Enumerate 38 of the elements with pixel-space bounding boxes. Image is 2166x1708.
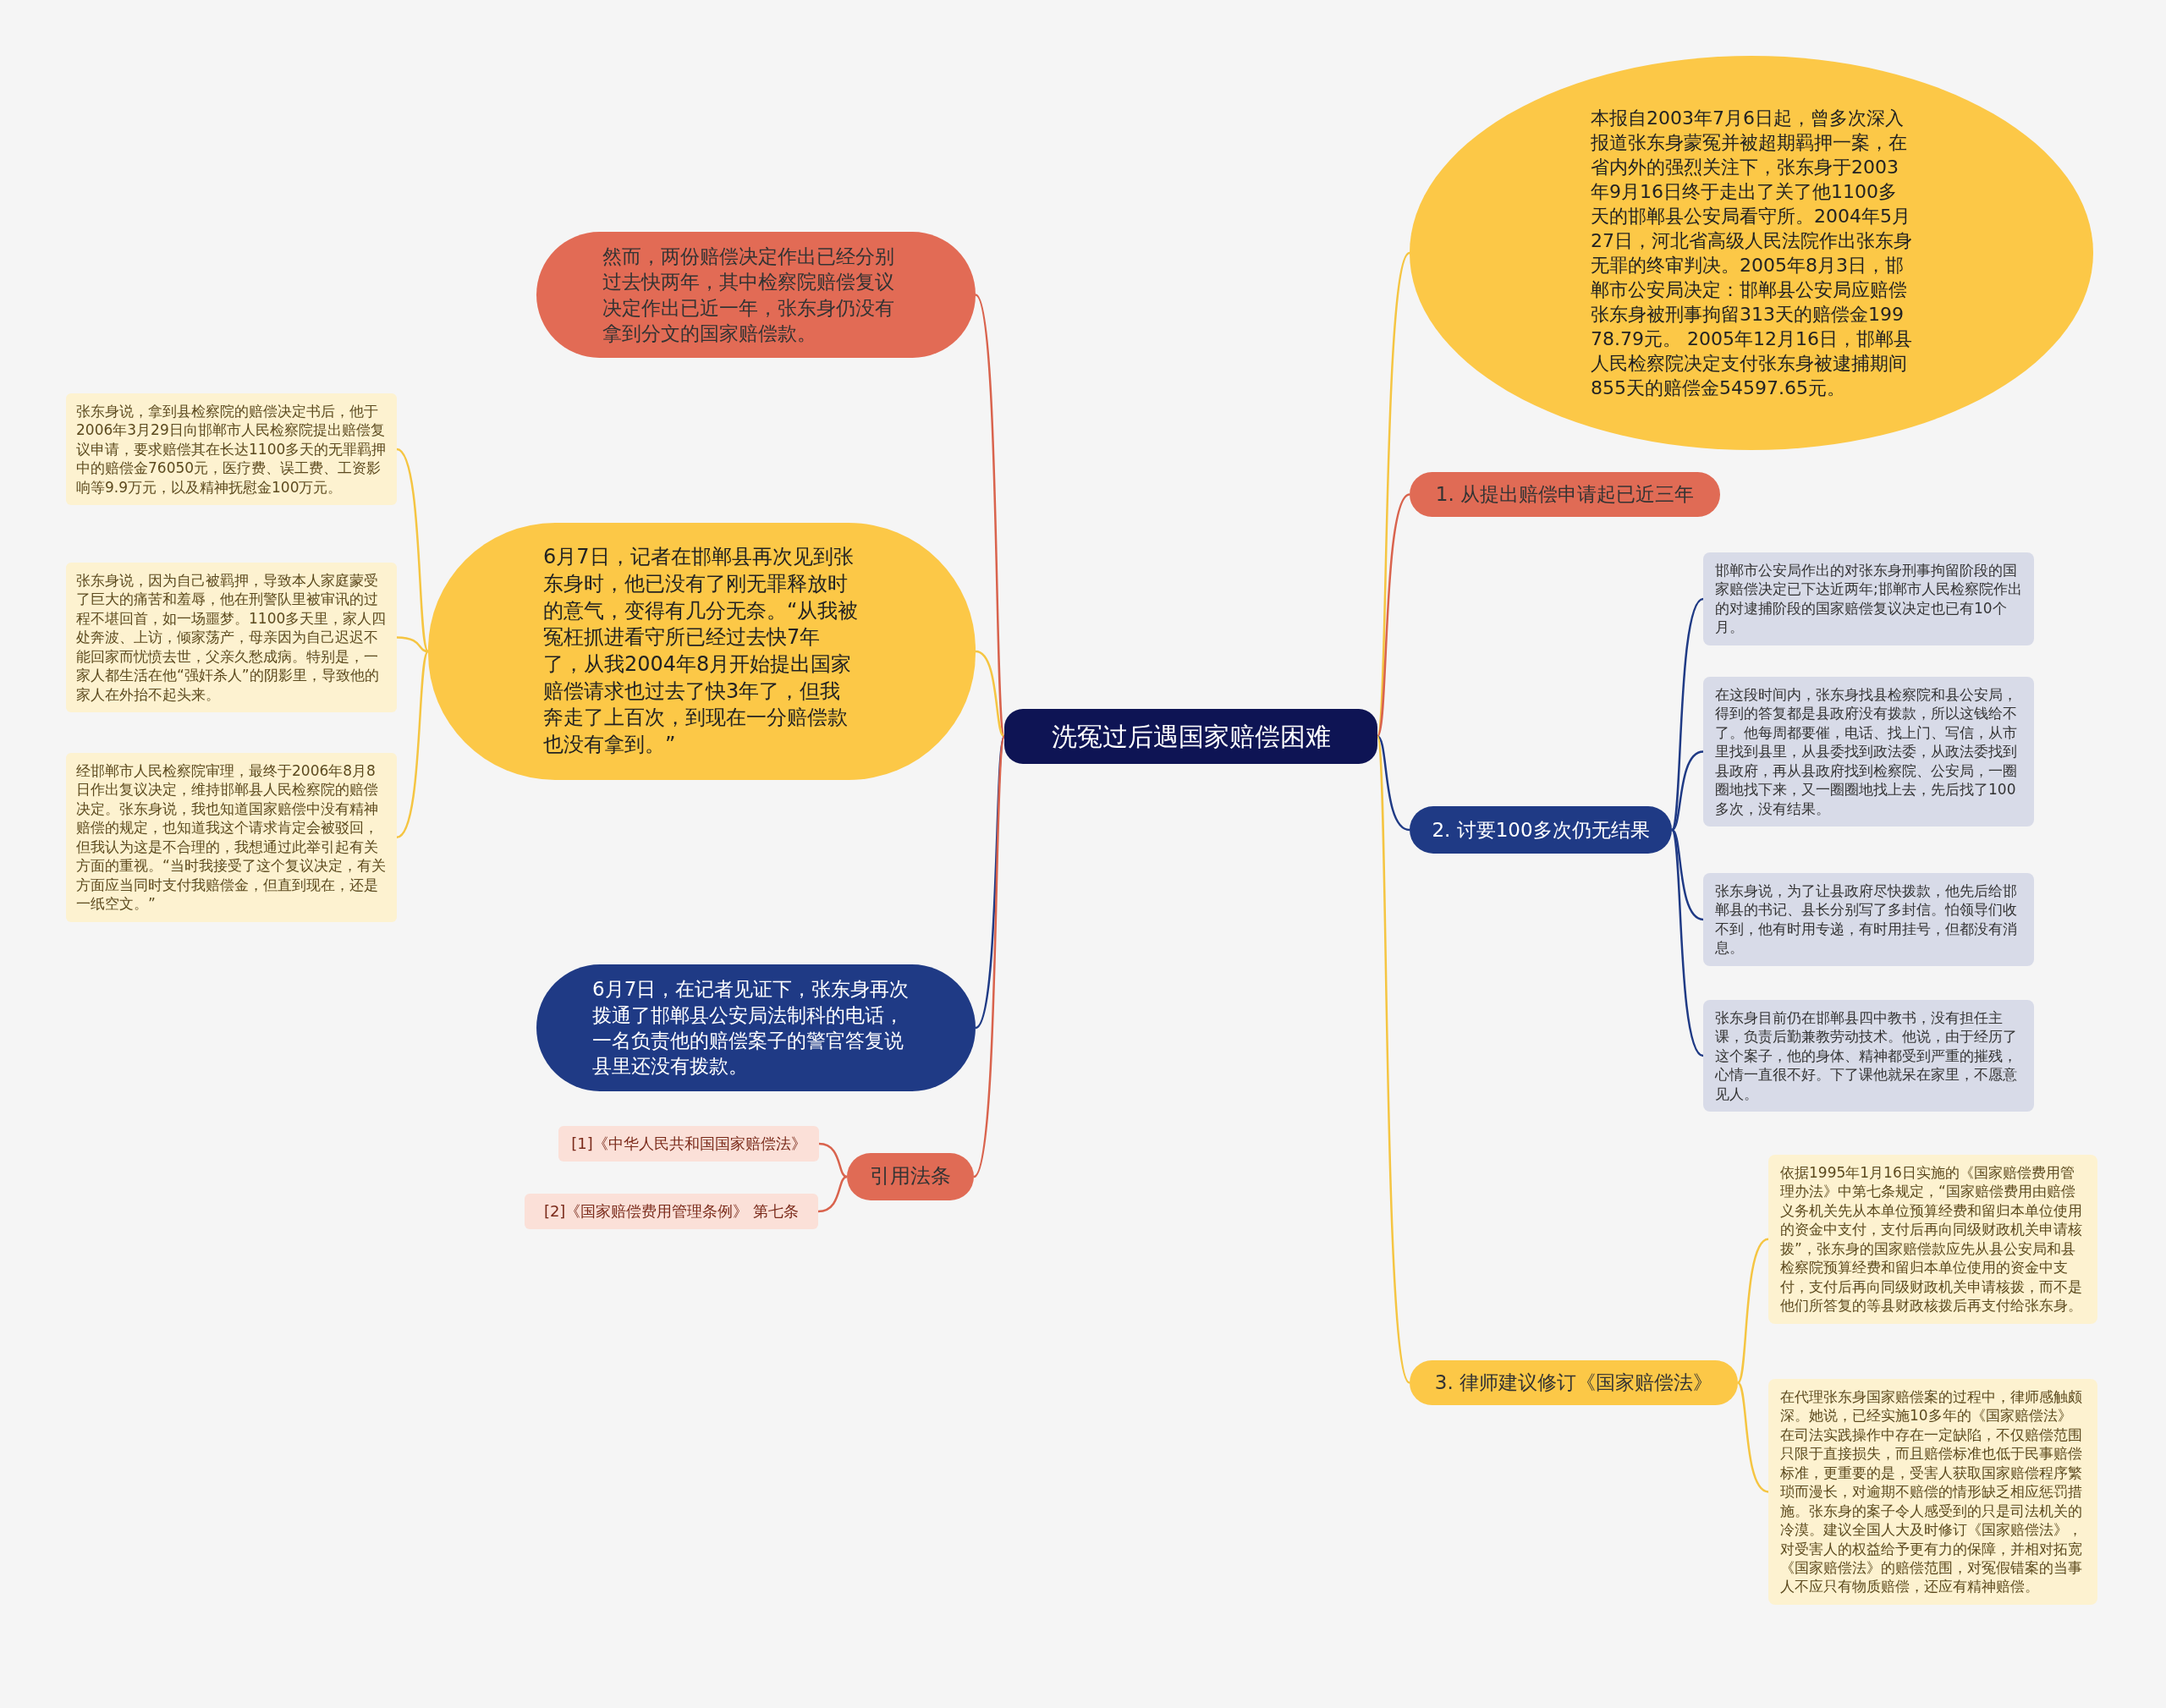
branch-topic: 3. 律师建议修订《国家赔偿法》 [1410,1360,1738,1405]
reference-tag: [1]《中华人民共和国国家赔偿法》 [558,1126,819,1162]
connector-line [1671,829,1704,921]
connector-line [1376,252,1411,737]
branch-topic: 1. 从提出赔偿申请起已近三年 [1410,472,1720,517]
connector-line [974,294,1006,737]
connector-line [1737,1238,1769,1384]
note-card: 邯郸市公安局作出的对张东身刑事拘留阶段的国家赔偿决定已下达近两年;邯郸市人民检察院作出的对逮捕阶段的国家赔偿复议决定也已有10个月。 [1703,552,2034,645]
topic-bubble: 6月7日，在记者见证下，张东身再次拨通了邯郸县公安局法制科的电话，一名负责他的赔偿案子的警官答复说县里还没有拨款。 [536,964,976,1091]
connector-line [396,448,430,652]
central-topic: 洗冤过后遇国家赔偿困难 [1004,709,1377,764]
reference-tag: [2]《国家赔偿费用管理条例》 第七条 [525,1194,818,1229]
connector-line [1671,750,1704,832]
connector-line [1377,735,1410,832]
connector-line [1670,597,1704,831]
branch-topic: 2. 讨要100多次仍无结果 [1410,806,1672,854]
connector-line [818,1142,848,1178]
connector-line [1670,829,1704,1057]
connector-line [1376,736,1411,1384]
topic-bubble: 6月7日，记者在邯郸县再次见到张东身时，他已没有了刚无罪释放时的意气，变得有几分无奈。“从我被冤枉抓进看守所已经过去快7年了，从我2004年8月开始提出国家赔偿请求也过去了快3年了，但我奔走了上百次，到现在一分赔偿款也没有拿到。” [428,523,976,780]
branch-topic: 引用法条 [847,1153,974,1200]
connector-line [1737,1381,1769,1493]
connector-line [396,636,429,653]
note-card: 经邯郸市人民检察院审理，最终于2006年8月8日作出复议决定，维持邯郸县人民检察院的赔偿决定。张东身说，我也知道国家赔偿中没有精神赔偿的规定，也知道我这个请求肯定会被驳回，但我认为这是不合理的，我想通过此举引起有关方面的重视。“当时我接受了这个复议决定，有关方面应当同时支付我赔偿金，但直到现在，还是一纸空文。” [66,753,397,922]
topic-bubble: 然而，两份赔偿决定作出已经分别过去快两年，其中检察院赔偿复议决定作出已近一年，张东身仍没有拿到分文的国家赔偿款。 [536,232,976,358]
note-card: 在代理张东身国家赔偿案的过程中，律师感触颇深。她说，已经实施10多年的《国家赔偿法》在司法实践操作中存在一定缺陷，不仅赔偿范围只限于直接损失，而且赔偿标准也低于民事赔偿标准，更重要的是，受害人获取国家赔偿程序繁琐而漫长，对逾期不赔偿的情形缺乏相应惩罚措施。张东身的案子令人感受到的只是司法机关的冷漠。建议全国人大及时修订《国家赔偿法》，对受害人的权益给予更有力的保障，并相对拓宽《国家赔偿法》的赔偿范围，对冤假错案的当事人不应只有物质赔偿，还应有精神赔偿。 [1768,1379,2097,1605]
note-card: 张东身说，为了让县政府尽快拨款，他先后给邯郸县的书记、县长分别写了多封信。怕领导们收不到，他有时用专递，有时用挂号，但都没有消息。 [1703,873,2034,966]
note-card: 张东身说，拿到县检察院的赔偿决定书后，他于2006年3月29日向邯郸市人民检察院提出赔偿复议申请，要求赔偿其在长达1100多天的无罪羁押中的赔偿金76050元，医疗费、误工费、工资影响等9.9万元，以及精神抚慰金100万元。 [66,393,397,506]
topic-ellipse: 本报自2003年7月6日起，曾多次深入报道张东身蒙冤并被超期羁押一案，在省内外的强烈关注下，张东身于2003年9月16日终于走出了关了他1100多天的邯郸县公安局看守所。2004年5月27日，河北省高级人民法院作出张东身无罪的终审判决。2005年8月3日，邯郸市公安局决定：邯郸县公安局应赔偿张东身被刑事拘留313天的赔偿金19978.79元。 2005年12月16日，邯郸县人民检察院决定支付张东身被逮捕期间855天的赔偿金54597.65元。 [1410,56,2093,450]
connector-line [975,650,1005,738]
connector-line [972,736,1006,1178]
note-card: 依据1995年1月16日实施的《国家赔偿费用管理办法》中第七条规定，“国家赔偿费用由赔偿义务机关先从本单位预算经费和留归本单位使用的资金中支付，支付后再向同级财政机关申请核拨”，张东身的国家赔偿款应先从县公安局和县检察院预算经费和留归本单位使用的资金中支付，支付后再向同级财政机关申请核拨，而不是他们所答复的等县财政核拨后再支付给张东身。 [1768,1155,2097,1324]
note-card: 张东身目前仍在邯郸县四中教书，没有担任主课，负责后勤兼教劳动技术。他说，由于经历了这个案子，他的身体、精神都受到严重的摧残，心情一直很不好。下了课他就呆在家里，不愿意见人。 [1703,1000,2034,1112]
connector-line [1376,493,1410,738]
note-card: 张东身说，因为自己被羁押，导致本人家庭蒙受了巨大的痛苦和羞辱，他在刑警队里被审讯的过程不堪回首，如一场噩梦。1100多天里，家人四处奔波、上访，倾家荡产，母亲因为自己迟迟不能回家而忧愤去世，父亲久愁成病。特别是，一家人都生活在他“强奸杀人”的阴影里，导致他的家人在外抬不起头来。 [66,563,397,713]
connector-line [396,651,430,838]
connector-line [817,1175,848,1213]
note-card: 在这段时间内，张东身找县检察院和县公安局，得到的答复都是县政府没有拨款，所以这钱给不了。他每周都要催，电话、找上门、写信，从市里找到县里，从县委找到政法委，从政法委找到县政府，再从县政府找到检察院、公安局，一圈圈地找下来，又一圈圈地找上去，先后找了100多次，没有结果。 [1703,677,2034,827]
